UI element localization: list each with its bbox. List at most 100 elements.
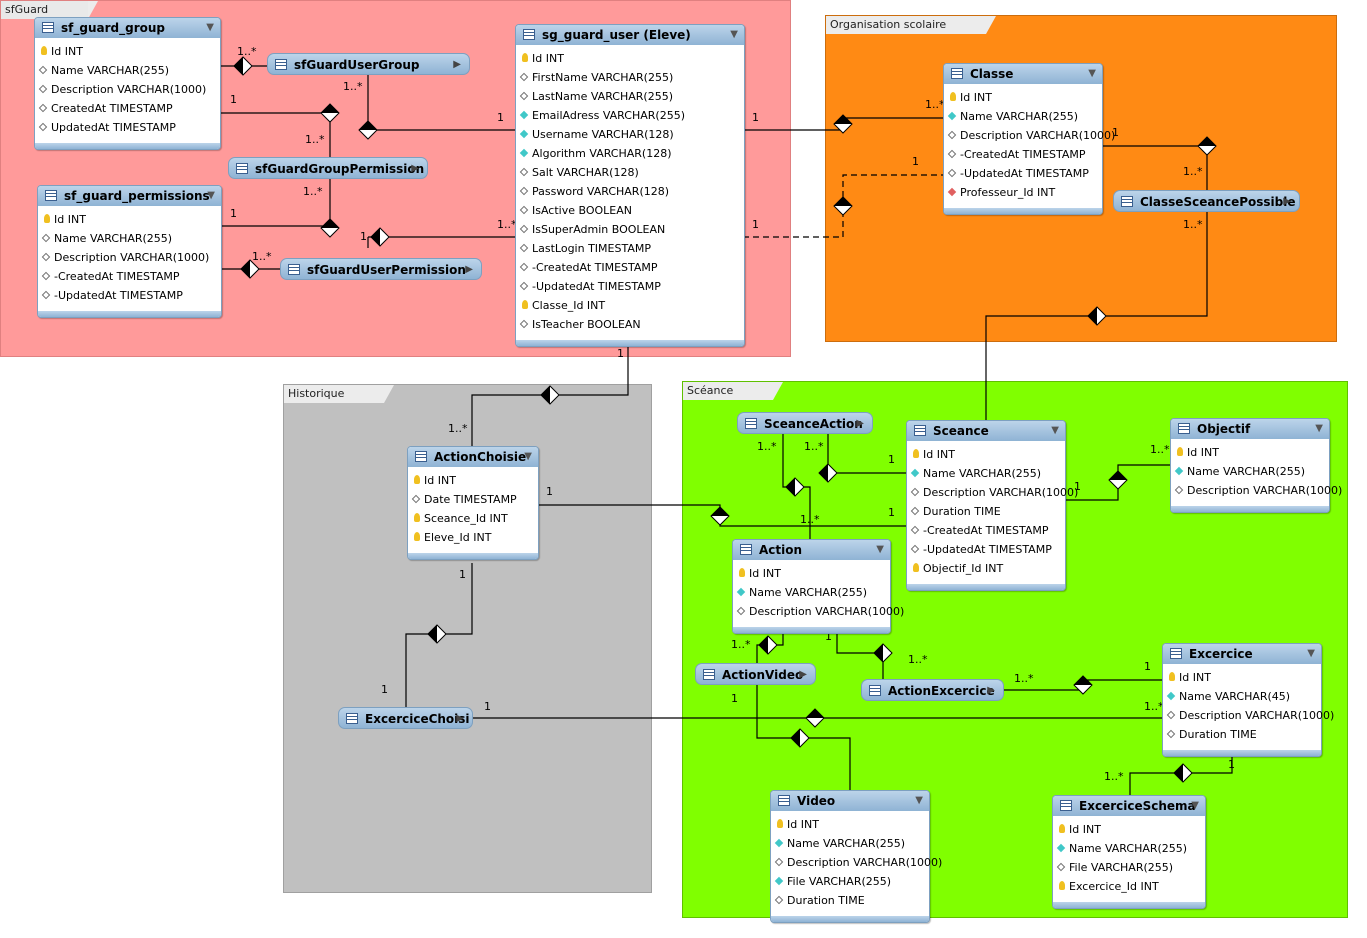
column-row[interactable]: Salt VARCHAR(128) xyxy=(516,163,744,182)
column-row[interactable]: IsActive BOOLEAN xyxy=(516,201,744,220)
column-row[interactable]: -CreatedAt TIMESTAMP xyxy=(516,258,744,277)
column-row[interactable]: EmailAdress VARCHAR(255) xyxy=(516,106,744,125)
table-header[interactable]: Excercice▼ xyxy=(1163,644,1321,664)
column-row[interactable]: Description VARCHAR(1000) xyxy=(35,80,220,99)
column-row[interactable]: Id INT xyxy=(516,49,744,68)
column-row[interactable]: Description VARCHAR(1000) xyxy=(38,248,221,267)
table-header[interactable]: sf_guard_group▼ xyxy=(35,18,220,38)
column-row[interactable]: Password VARCHAR(128) xyxy=(516,182,744,201)
column-row[interactable]: Name VARCHAR(255) xyxy=(944,107,1102,126)
column-row[interactable]: Id INT xyxy=(408,471,538,490)
chevron-down-icon[interactable]: ▼ xyxy=(1051,425,1059,436)
expand-arrow-icon[interactable]: ▶ xyxy=(856,418,864,429)
table-header[interactable]: Action▼ xyxy=(733,540,890,560)
table-header[interactable]: Objectif▼ xyxy=(1171,419,1329,439)
column-row[interactable]: Id INT xyxy=(907,445,1065,464)
column-row[interactable]: Description VARCHAR(1000) xyxy=(1171,481,1342,500)
rel-sfguardgrouppermission[interactable]: sfGuardGroupPermission▶ xyxy=(228,157,428,179)
column-row[interactable]: CreatedAt TIMESTAMP xyxy=(35,99,220,118)
column-row[interactable]: Description VARCHAR(1000) xyxy=(771,853,942,872)
table-header[interactable]: ActionChoisie▼ xyxy=(408,447,538,467)
expand-arrow-icon[interactable]: ▶ xyxy=(411,163,419,174)
column-row[interactable]: Sceance_Id INT xyxy=(408,509,538,528)
table-header[interactable]: Sceance▼ xyxy=(907,421,1065,441)
table-header[interactable]: Video▼ xyxy=(771,791,929,811)
column-row[interactable]: LastName VARCHAR(255) xyxy=(516,87,744,106)
column-row[interactable]: Id INT xyxy=(771,815,929,834)
column-row[interactable]: Algorithm VARCHAR(128) xyxy=(516,144,744,163)
chevron-down-icon[interactable]: ▼ xyxy=(1315,423,1323,434)
table-header[interactable]: sf_guard_permissions▼ xyxy=(38,186,221,206)
column-row[interactable]: Description VARCHAR(1000) xyxy=(907,483,1078,502)
expand-arrow-icon[interactable]: ▶ xyxy=(465,264,473,275)
rel-excercicechoisi[interactable]: ExcerciceChoisi▶ xyxy=(338,707,473,729)
table-header[interactable]: Classe▼ xyxy=(944,64,1102,84)
rel-classesceancepossible[interactable]: ClasseSceancePossible▶ xyxy=(1113,190,1300,212)
column-row[interactable]: Objectif_Id INT xyxy=(907,559,1065,578)
column-row[interactable]: Professeur_Id INT xyxy=(944,183,1102,202)
column-row[interactable]: Name VARCHAR(255) xyxy=(733,583,890,602)
column-row[interactable]: Name VARCHAR(255) xyxy=(35,61,220,80)
column-row[interactable]: Eleve_Id INT xyxy=(408,528,538,547)
column-row[interactable]: IsTeacher BOOLEAN xyxy=(516,315,744,334)
column-row[interactable]: Duration TIME xyxy=(1163,725,1321,744)
column-row[interactable]: Date TIMESTAMP xyxy=(408,490,538,509)
column-row[interactable]: Id INT xyxy=(944,88,1102,107)
chevron-down-icon[interactable]: ▼ xyxy=(207,190,215,201)
column-row[interactable]: Description VARCHAR(1000) xyxy=(944,126,1115,145)
column-row[interactable]: Name VARCHAR(255) xyxy=(38,229,221,248)
column-row[interactable]: Name VARCHAR(255) xyxy=(771,834,929,853)
column-row[interactable]: Id INT xyxy=(1053,820,1205,839)
table-header[interactable]: ExcerciceSchema▼ xyxy=(1053,796,1205,816)
expand-arrow-icon[interactable]: ▶ xyxy=(456,713,464,724)
column-row[interactable]: -UpdatedAt TIMESTAMP xyxy=(38,286,221,305)
column-row[interactable]: -CreatedAt TIMESTAMP xyxy=(907,521,1065,540)
column-row[interactable]: -UpdatedAt TIMESTAMP xyxy=(516,277,744,296)
rel-sfguarduserpermission[interactable]: sfGuardUserPermission▶ xyxy=(280,258,482,280)
column-row[interactable]: Description VARCHAR(1000) xyxy=(733,602,904,621)
column-row[interactable]: Excercice_Id INT xyxy=(1053,877,1205,896)
rel-sfguardusergroup[interactable]: sfGuardUserGroup▶ xyxy=(267,53,470,75)
column-row[interactable]: Description VARCHAR(1000) xyxy=(1163,706,1334,725)
column-row[interactable]: Duration TIME xyxy=(907,502,1065,521)
expand-arrow-icon[interactable]: ▶ xyxy=(987,685,995,696)
chevron-down-icon[interactable]: ▼ xyxy=(206,22,214,33)
column-row[interactable]: Name VARCHAR(255) xyxy=(907,464,1065,483)
expand-arrow-icon[interactable]: ▶ xyxy=(453,59,461,70)
column-row[interactable]: -CreatedAt TIMESTAMP xyxy=(944,145,1102,164)
column-row[interactable]: Username VARCHAR(128) xyxy=(516,125,744,144)
column-row[interactable]: Name VARCHAR(45) xyxy=(1163,687,1321,706)
chevron-down-icon[interactable]: ▼ xyxy=(524,451,532,462)
column-row[interactable]: Duration TIME xyxy=(771,891,929,910)
column-row[interactable]: -UpdatedAt TIMESTAMP xyxy=(944,164,1102,183)
column-row[interactable]: IsSuperAdmin BOOLEAN xyxy=(516,220,744,239)
column-row[interactable]: Id INT xyxy=(1163,668,1321,687)
column-row[interactable]: Name VARCHAR(255) xyxy=(1171,462,1329,481)
table-header[interactable]: sg_guard_user (Eleve)▼ xyxy=(516,25,744,45)
column-row[interactable]: Name VARCHAR(255) xyxy=(1053,839,1205,858)
column-row[interactable]: Id INT xyxy=(38,210,221,229)
rel-sceanceaction[interactable]: SceanceAction▶ xyxy=(737,412,873,434)
column-row[interactable]: UpdatedAt TIMESTAMP xyxy=(35,118,220,137)
column-row[interactable]: Classe_Id INT xyxy=(516,296,744,315)
chevron-down-icon[interactable]: ▼ xyxy=(1307,648,1315,659)
expand-arrow-icon[interactable]: ▶ xyxy=(799,669,807,680)
column-row[interactable]: Id INT xyxy=(1171,443,1329,462)
chevron-down-icon[interactable]: ▼ xyxy=(1088,68,1096,79)
rel-actionvideo[interactable]: ActionVideo▶ xyxy=(695,663,816,685)
column-row[interactable]: FirstName VARCHAR(255) xyxy=(516,68,744,87)
column-row[interactable]: -UpdatedAt TIMESTAMP xyxy=(907,540,1065,559)
column-row[interactable]: Id INT xyxy=(733,564,890,583)
rel-actionexcercice[interactable]: ActionExcercice▶ xyxy=(861,679,1004,701)
column-row[interactable]: LastLogin TIMESTAMP xyxy=(516,239,744,258)
